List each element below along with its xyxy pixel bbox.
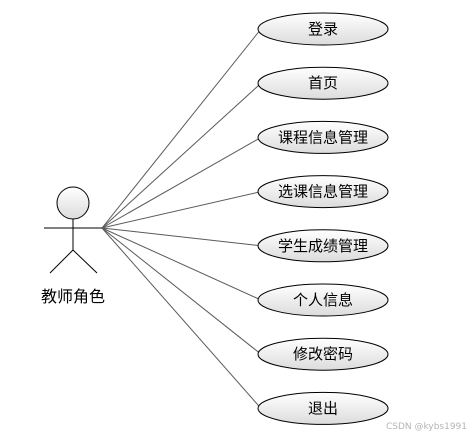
use-case-ellipse[interactable]: [257, 66, 389, 100]
use-case-ellipse[interactable]: [257, 391, 389, 425]
actor-label: 教师角色: [41, 287, 105, 306]
use-case-course-selection-management[interactable]: 选课信息管理: [257, 175, 389, 209]
use-case-ellipse[interactable]: [257, 175, 389, 209]
use-case-label: 个人信息: [293, 291, 353, 309]
association-line-course-selection-management: [101, 191, 262, 229]
actor-head: [56, 186, 90, 220]
association-line-student-grade-management: [101, 227, 262, 247]
association-line-home: [101, 82, 262, 229]
actor-right-leg: [72, 249, 98, 274]
association-lines: [101, 28, 262, 409]
association-line-course-info-management: [101, 136, 262, 229]
actor-left-leg: [49, 249, 74, 274]
association-line-change-password: [101, 227, 262, 355]
association-line-login: [101, 28, 262, 229]
use-case-student-grade-management[interactable]: 学生成绩管理: [257, 229, 389, 263]
use-case-personal-info[interactable]: 个人信息: [257, 283, 389, 317]
use-case-course-info-management[interactable]: 课程信息管理: [257, 120, 389, 154]
use-case-login[interactable]: 登录: [257, 12, 389, 46]
use-case-label: 退出: [308, 399, 338, 417]
use-case-ellipse[interactable]: [257, 12, 389, 46]
association-line-personal-info: [101, 227, 262, 301]
use-case-label: 登录: [308, 20, 338, 38]
use-case-label: 修改密码: [293, 345, 353, 363]
use-case-ellipse[interactable]: [257, 283, 389, 317]
use-case-ellipse[interactable]: [257, 120, 389, 154]
use-case-change-password[interactable]: 修改密码: [257, 337, 389, 371]
use-case-label: 选课信息管理: [278, 183, 368, 201]
teacher-actor: 教师角色: [41, 186, 105, 306]
use-case-logout[interactable]: 退出: [257, 391, 389, 425]
use-case-label: 课程信息管理: [278, 128, 368, 146]
watermark: CSDN @kybs1991: [385, 422, 467, 432]
use-case-home[interactable]: 首页: [257, 66, 389, 100]
use-case-label: 首页: [308, 74, 338, 92]
use-case-ellipse[interactable]: [257, 229, 389, 263]
use-case-ellipse[interactable]: [257, 337, 389, 371]
association-line-logout: [101, 227, 262, 409]
use-case-label: 学生成绩管理: [278, 237, 368, 255]
